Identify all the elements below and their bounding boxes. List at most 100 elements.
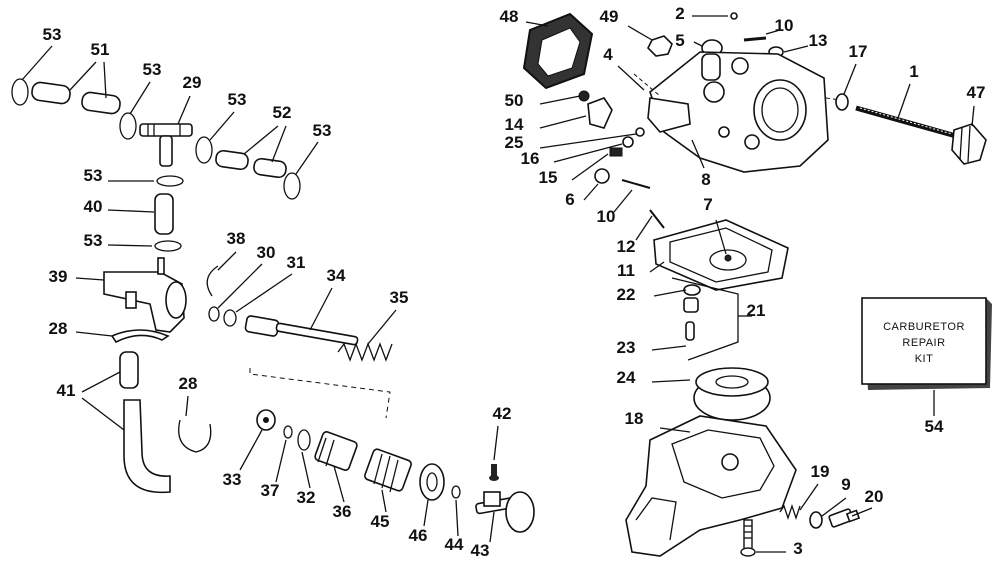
part-callout-15: 15 — [539, 168, 558, 187]
part-callout-7: 7 — [703, 195, 712, 214]
hose-clamp — [11, 78, 29, 106]
part-callout-51: 51 — [91, 40, 110, 59]
part-callout-10: 10 — [775, 16, 794, 35]
throttle-shaft — [855, 105, 957, 139]
part-callout-37: 37 — [261, 481, 280, 500]
part-callout-39: 39 — [49, 267, 68, 286]
carburetor-repair-kit-box: CARBURETOR REPAIR KIT — [861, 297, 992, 390]
o-ring — [208, 306, 220, 322]
nut — [594, 168, 610, 184]
hose-clamp — [119, 112, 137, 140]
part-callout-41: 41 — [57, 381, 76, 400]
part-callout-4: 4 — [603, 45, 613, 64]
part-callout-24: 24 — [617, 368, 636, 387]
hose-clamp — [195, 136, 213, 164]
o-ring — [297, 429, 311, 451]
fuel-filter-housing — [103, 257, 187, 333]
plunger-shaft — [244, 315, 359, 346]
tee-fitting — [139, 123, 193, 167]
part-callout-28: 28 — [49, 319, 68, 338]
part-callout-35: 35 — [390, 288, 409, 307]
part-callout-53: 53 — [84, 166, 103, 185]
part-callout-38: 38 — [227, 229, 246, 248]
part-callout-50: 50 — [505, 91, 524, 110]
part-callout-8: 8 — [701, 170, 710, 189]
part-callout-3: 3 — [793, 539, 802, 558]
part-callout-40: 40 — [84, 197, 103, 216]
part-callout-9: 9 — [841, 475, 850, 494]
hose-clamp — [110, 329, 170, 344]
screw — [740, 519, 756, 557]
hose-clamp — [156, 175, 184, 187]
part-callout-25: 25 — [505, 133, 524, 152]
part-callout-53: 53 — [143, 60, 162, 79]
part-callout-10: 10 — [597, 207, 616, 226]
part-callout-43: 43 — [471, 541, 490, 560]
threaded-fitting — [364, 448, 412, 493]
check-ball — [730, 12, 738, 20]
part-callout-31: 31 — [287, 253, 306, 272]
part-callout-48: 48 — [500, 7, 519, 26]
kit-line-1: CARBURETOR — [883, 321, 965, 333]
part-callout-53: 53 — [43, 25, 62, 44]
part-callout-46: 46 — [409, 526, 428, 545]
part-callout-30: 30 — [257, 243, 276, 262]
part-callout-14: 14 — [505, 115, 524, 134]
o-ring — [451, 485, 461, 499]
float-bowl — [625, 415, 797, 557]
part-callout-53: 53 — [228, 90, 247, 109]
knob — [951, 123, 987, 165]
part-callout-53: 53 — [84, 231, 103, 250]
washer — [622, 136, 634, 148]
valve-body — [314, 431, 358, 471]
bushing — [835, 93, 849, 111]
retaining-clip — [206, 265, 219, 297]
hose-clamp — [178, 419, 212, 453]
flange-gasket — [522, 12, 594, 90]
float — [693, 367, 771, 421]
part-callout-6: 6 — [565, 190, 574, 209]
part-callout-23: 23 — [617, 338, 636, 357]
part-callout-36: 36 — [333, 502, 352, 521]
kit-line-2: REPAIR — [902, 337, 945, 349]
pin — [621, 179, 651, 189]
part-callout-49: 49 — [600, 7, 619, 26]
fuel-hose — [81, 91, 121, 115]
part-callout-32: 32 — [297, 488, 316, 507]
linkage-lever — [578, 90, 691, 133]
elbow-hose — [123, 399, 171, 494]
part-callout-12: 12 — [617, 237, 636, 256]
carburetor-body — [649, 51, 829, 173]
o-ring — [283, 425, 293, 439]
diaphragm-gasket — [653, 219, 789, 291]
part-callout-53: 53 — [313, 121, 332, 140]
part-callout-17: 17 — [849, 42, 868, 61]
part-callout-28: 28 — [179, 374, 198, 393]
part-callout-52: 52 — [273, 103, 292, 122]
spring — [779, 503, 801, 521]
screw — [609, 147, 623, 157]
part-callout-33: 33 — [223, 470, 242, 489]
washer — [635, 127, 645, 137]
part-callout-19: 19 — [811, 462, 830, 481]
fuel-hose — [119, 351, 139, 389]
valve-seat — [683, 284, 701, 296]
part-callout-13: 13 — [809, 31, 828, 50]
part-callout-20: 20 — [865, 487, 884, 506]
part-callout-47: 47 — [967, 83, 986, 102]
kit-line-3: KIT — [915, 353, 934, 365]
primer-plunger — [475, 491, 535, 533]
part-callout-11: 11 — [617, 261, 635, 280]
part-callout-42: 42 — [493, 404, 512, 423]
nut — [647, 35, 673, 57]
carburetor-section: CARBURETOR REPAIR KIT — [522, 12, 992, 557]
needle-valve — [683, 297, 699, 341]
spring — [337, 342, 393, 362]
pin — [743, 36, 767, 42]
part-callout-44: 44 — [445, 535, 464, 554]
fuel-hose — [253, 157, 287, 179]
adjusting-screw — [828, 508, 861, 528]
fuel-hose — [31, 81, 71, 105]
